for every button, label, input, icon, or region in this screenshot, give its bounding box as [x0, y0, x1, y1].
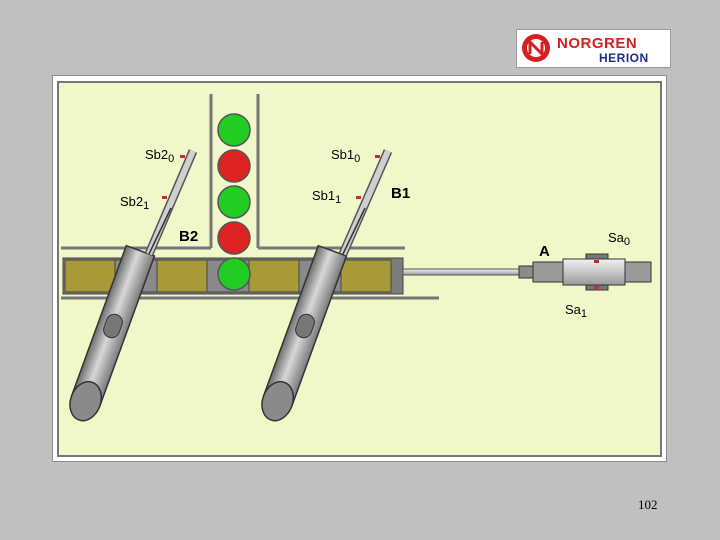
label-b1: B1 [391, 185, 410, 202]
cylinder-b1 [261, 244, 348, 422]
piston-rod-b2 [144, 149, 198, 256]
ball-red [217, 149, 251, 183]
label-sb1-1: Sb11 [312, 188, 341, 206]
conveyor-block [340, 259, 392, 293]
diagram-panel: Sb20 Sb21 Sb10 Sb11 B1 B2 A Sa0 Sa1 [52, 75, 667, 462]
ball-green [217, 185, 251, 219]
label-sb2-0: Sb20 [145, 147, 174, 165]
conveyor-block [156, 259, 208, 293]
piston-rod-b1 [338, 149, 393, 256]
cylinder-a [402, 253, 652, 291]
ball-red [217, 221, 251, 255]
label-sb1-0: Sb10 [331, 147, 360, 165]
label-sa-1: Sa1 [565, 302, 587, 320]
sorting-station-diagram: Sb20 Sb21 Sb10 Sb11 B1 B2 A Sa0 Sa1 [57, 81, 662, 457]
ball-green [217, 257, 251, 291]
ball-green [217, 113, 251, 147]
conveyor-block [248, 259, 300, 293]
label-a: A [539, 243, 550, 260]
label-sb2-1: Sb21 [120, 194, 149, 212]
label-sa-0: Sa0 [608, 230, 630, 248]
logo-brand-bottom: HERION [599, 51, 649, 65]
norgren-herion-logo: NORGREN HERION [516, 29, 671, 68]
norgren-emblem-icon [522, 34, 550, 62]
label-b2: B2 [179, 228, 198, 245]
cylinder-b2 [69, 244, 156, 422]
diagram-labels: Sb20 Sb21 Sb10 Sb11 B1 B2 A Sa0 Sa1 [120, 147, 630, 320]
ball-stack [217, 113, 251, 291]
page-number: 102 [638, 497, 658, 512]
logo-brand-top: NORGREN [557, 35, 638, 52]
sensor-marks [162, 155, 380, 199]
conveyor-block [64, 259, 116, 293]
